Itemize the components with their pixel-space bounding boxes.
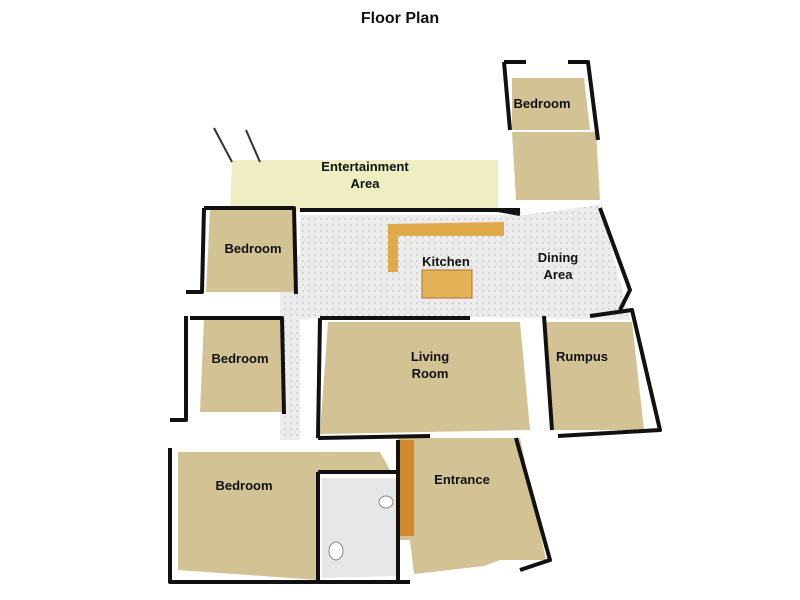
toilet-icon <box>328 541 344 561</box>
pergola-post-mid <box>245 129 261 163</box>
bedroom-left-middle-floor <box>200 318 282 412</box>
dining-area-label-line2: Area <box>544 267 574 282</box>
entrance-floor <box>398 438 546 574</box>
living-room-label-line2: Room <box>412 366 449 381</box>
kitchen-label: Kitchen <box>422 254 470 269</box>
bedroom-left-upper-label: Bedroom <box>224 241 281 256</box>
bathroom-floor <box>322 478 398 578</box>
bedroom-top-right-floor <box>512 78 590 130</box>
bedroom-top-right-label: Bedroom <box>513 96 570 111</box>
kitchen-island <box>421 269 473 299</box>
kitchen-bench <box>388 222 504 272</box>
entertainment-area-floor <box>230 160 498 212</box>
bedroom-left-upper-floor <box>206 210 296 292</box>
entrance-label: Entrance <box>434 472 490 487</box>
living-room-floor <box>320 322 530 434</box>
rumpus-floor <box>546 322 644 430</box>
entrance-cabinet <box>398 440 414 536</box>
dining-area-label-line1: Dining <box>538 250 578 265</box>
basin-icon <box>378 495 394 509</box>
bedroom-left-middle-label: Bedroom <box>211 351 268 366</box>
page-title: Floor Plan <box>360 10 440 27</box>
bedroom-bottom-left-label: Bedroom <box>215 478 272 493</box>
rumpus-label: Rumpus <box>556 349 608 364</box>
living-room-label-line1: Living <box>411 349 449 364</box>
pergola-post-left <box>213 127 233 163</box>
kitchen-dining-floor <box>280 205 630 440</box>
bedroom-bottom-left-floor <box>178 452 390 580</box>
ensuite-top-right-floor <box>512 132 600 200</box>
walls <box>168 60 662 584</box>
entertainment-area-label-line1: Entertainment <box>321 159 409 174</box>
entertainment-area-label-line2: Area <box>351 176 381 191</box>
